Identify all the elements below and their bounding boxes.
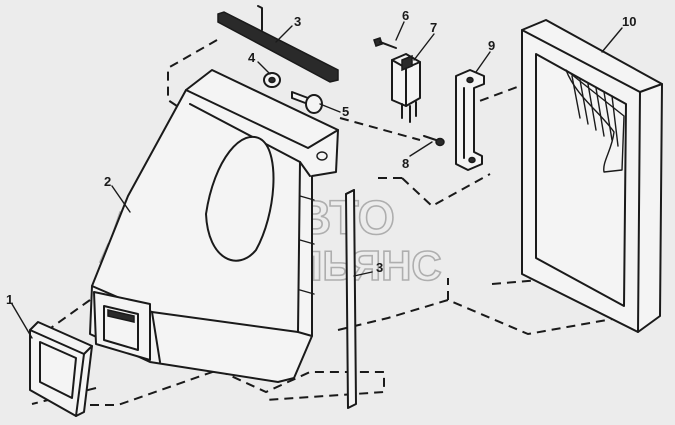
part-9-bracket (455, 69, 485, 171)
part-1-gasket (29, 321, 93, 417)
label-3-top: 3 (294, 14, 301, 29)
label-6: 6 (402, 8, 409, 23)
label-9: 9 (488, 38, 495, 53)
label-2: 2 (104, 174, 111, 189)
label-4: 4 (248, 50, 256, 65)
part-7-relay (391, 53, 421, 123)
part-6-screw (373, 37, 397, 49)
leader-lines (11, 21, 623, 339)
part-10-frame (521, 19, 663, 333)
part-5-knob (291, 91, 323, 114)
part-labels: 1 2 3 3 4 5 6 7 8 9 10 (6, 8, 636, 307)
label-3-side: 3 (376, 260, 383, 275)
frame-filter-grille (571, 75, 619, 147)
part-2-housing (89, 69, 339, 383)
label-7: 7 (430, 20, 437, 35)
label-1: 1 (6, 292, 13, 307)
part-3-top-seal (217, 5, 339, 83)
label-10: 10 (622, 14, 636, 29)
part-3-side-seal (345, 189, 357, 409)
part-8-screw (423, 135, 445, 147)
label-5: 5 (342, 104, 349, 119)
label-8: 8 (402, 156, 409, 171)
part-4-washer (263, 72, 281, 88)
